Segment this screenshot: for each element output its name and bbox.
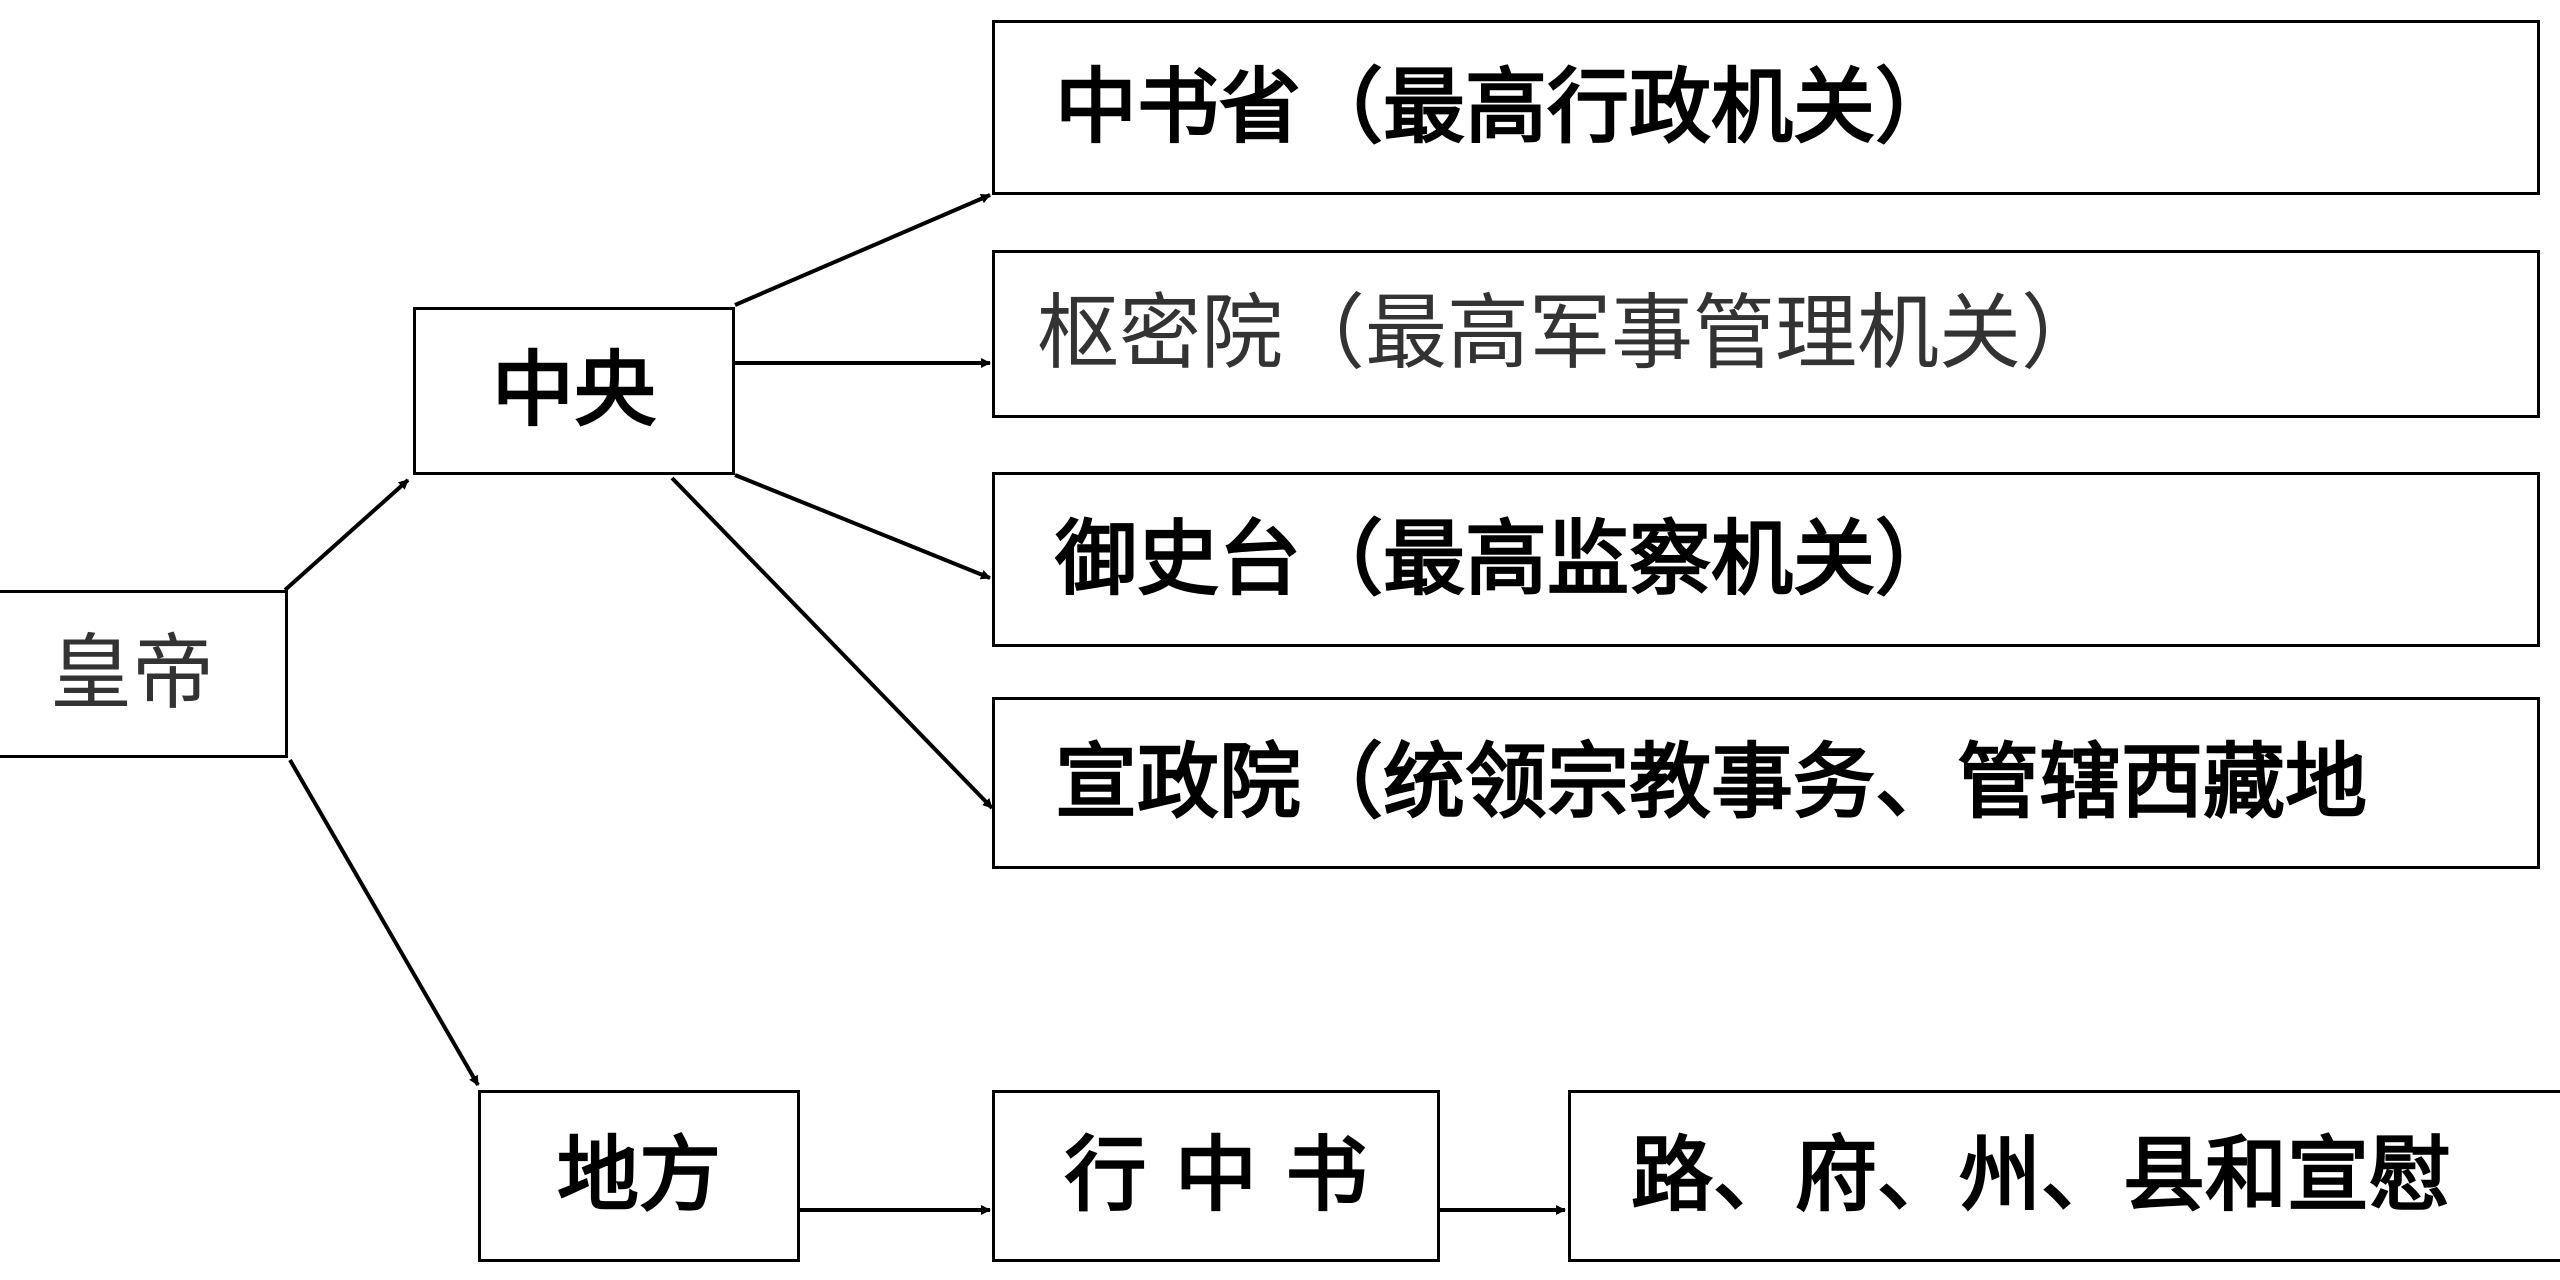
subunits-node: 路、府、州、县和宣慰 bbox=[1568, 1090, 2560, 1262]
local-node: 地方 bbox=[478, 1090, 800, 1262]
xuanzhengyuan-label: 宣政院（统领宗教事务、管辖西藏地 bbox=[1055, 735, 2368, 830]
arrow-central-zhongshusheng bbox=[734, 193, 991, 307]
shumiyuan-label: 枢密院（最高军事管理机关） bbox=[1037, 286, 2104, 381]
xingzhongshu-label: 行 中 书 bbox=[1064, 1128, 1368, 1223]
xingzhongshu-node: 行 中 书 bbox=[992, 1090, 1440, 1262]
yushitai-label: 御史台（最高监察机关） bbox=[1055, 511, 1958, 607]
zhongshusheng-node: 中书省（最高行政机关） bbox=[992, 20, 2540, 195]
central-label: 中央 bbox=[491, 343, 656, 438]
arrow-emperor-central bbox=[283, 478, 410, 592]
arrow-emperor-local bbox=[288, 758, 480, 1087]
shumiyuan-node: 枢密院（最高军事管理机关） bbox=[992, 250, 2540, 418]
yushitai-node: 御史台（最高监察机关） bbox=[992, 472, 2540, 647]
emperor-node: 皇帝 bbox=[0, 590, 288, 758]
arrow-central-xuanzhengyuan bbox=[670, 476, 994, 810]
xuanzhengyuan-node: 宣政院（统领宗教事务、管辖西藏地 bbox=[992, 697, 2540, 869]
zhongshusheng-label: 中书省（最高行政机关） bbox=[1055, 59, 1958, 155]
local-label: 地方 bbox=[556, 1128, 721, 1223]
subunits-label: 路、府、州、县和宣慰 bbox=[1631, 1128, 2452, 1223]
arrow-central-yushitai bbox=[734, 473, 991, 580]
central-node: 中央 bbox=[413, 307, 735, 475]
emperor-label: 皇帝 bbox=[49, 626, 214, 721]
